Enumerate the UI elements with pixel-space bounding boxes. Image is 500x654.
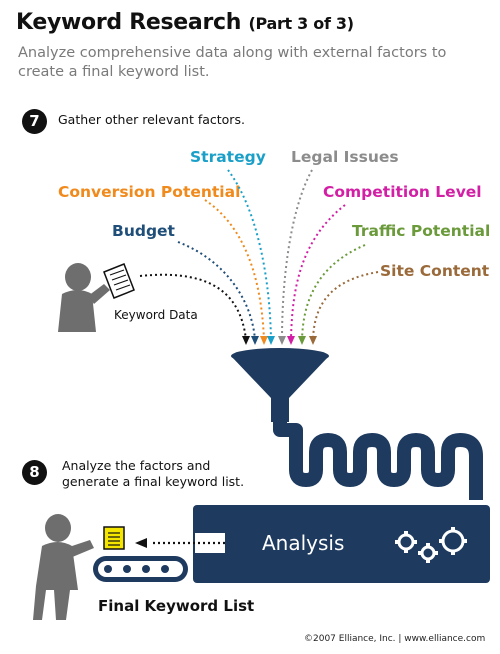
arrow-strategy	[227, 169, 272, 341]
funnel	[231, 348, 329, 422]
step-8-badge: 8	[22, 460, 47, 485]
factor-traffic-potential: Traffic Potential	[352, 222, 491, 240]
output-document-icon	[103, 526, 125, 550]
keyword-data-sheet-icon	[103, 263, 135, 299]
step-7-badge: 7	[22, 109, 47, 134]
final-keyword-list-label: Final Keyword List	[98, 597, 255, 615]
factor-strategy: Strategy	[190, 148, 266, 166]
factor-conversion-potential: Conversion Potential	[58, 183, 241, 201]
copyright-footer: ©2007 Elliance, Inc. | www.elliance.com	[304, 634, 486, 644]
title-part: (Part 3 of 3)	[248, 14, 354, 33]
factor-site-content: Site Content	[380, 262, 490, 280]
arrow-legal	[281, 169, 313, 341]
arrow-competition	[290, 204, 346, 341]
conveyor-belt	[93, 556, 188, 582]
gear-teeth	[395, 527, 467, 563]
factor-competition-level: Competition Level	[323, 183, 482, 201]
step-8-line-2: generate a final keyword list.	[62, 474, 245, 489]
analysis-box	[193, 505, 490, 583]
subtitle: Analyze comprehensive data along with ex…	[18, 45, 447, 80]
person-icon	[33, 514, 94, 620]
arrow-site-content	[312, 271, 379, 341]
page-title: Keyword Research (Part 3 of 3)	[16, 10, 354, 35]
step-8-text: Analyze the factors and generate a final…	[62, 458, 244, 490]
title-main: Keyword Research	[16, 10, 242, 35]
step-7-text: Gather other relevant factors.	[58, 112, 245, 127]
arrow-traffic	[301, 244, 366, 341]
arrow-budget	[177, 241, 256, 341]
pipe	[273, 420, 483, 500]
factor-budget: Budget	[112, 222, 175, 240]
arrow-conversion	[204, 199, 265, 341]
arrowheads	[242, 336, 317, 345]
step-8-line-1: Analyze the factors and	[62, 458, 211, 473]
analysis-label: Analysis	[262, 531, 345, 555]
person-with-document-icon	[58, 263, 110, 332]
factor-legal-issues: Legal Issues	[291, 148, 399, 166]
factor-arrows	[139, 169, 379, 341]
keyword-data-label: Keyword Data	[114, 308, 198, 322]
